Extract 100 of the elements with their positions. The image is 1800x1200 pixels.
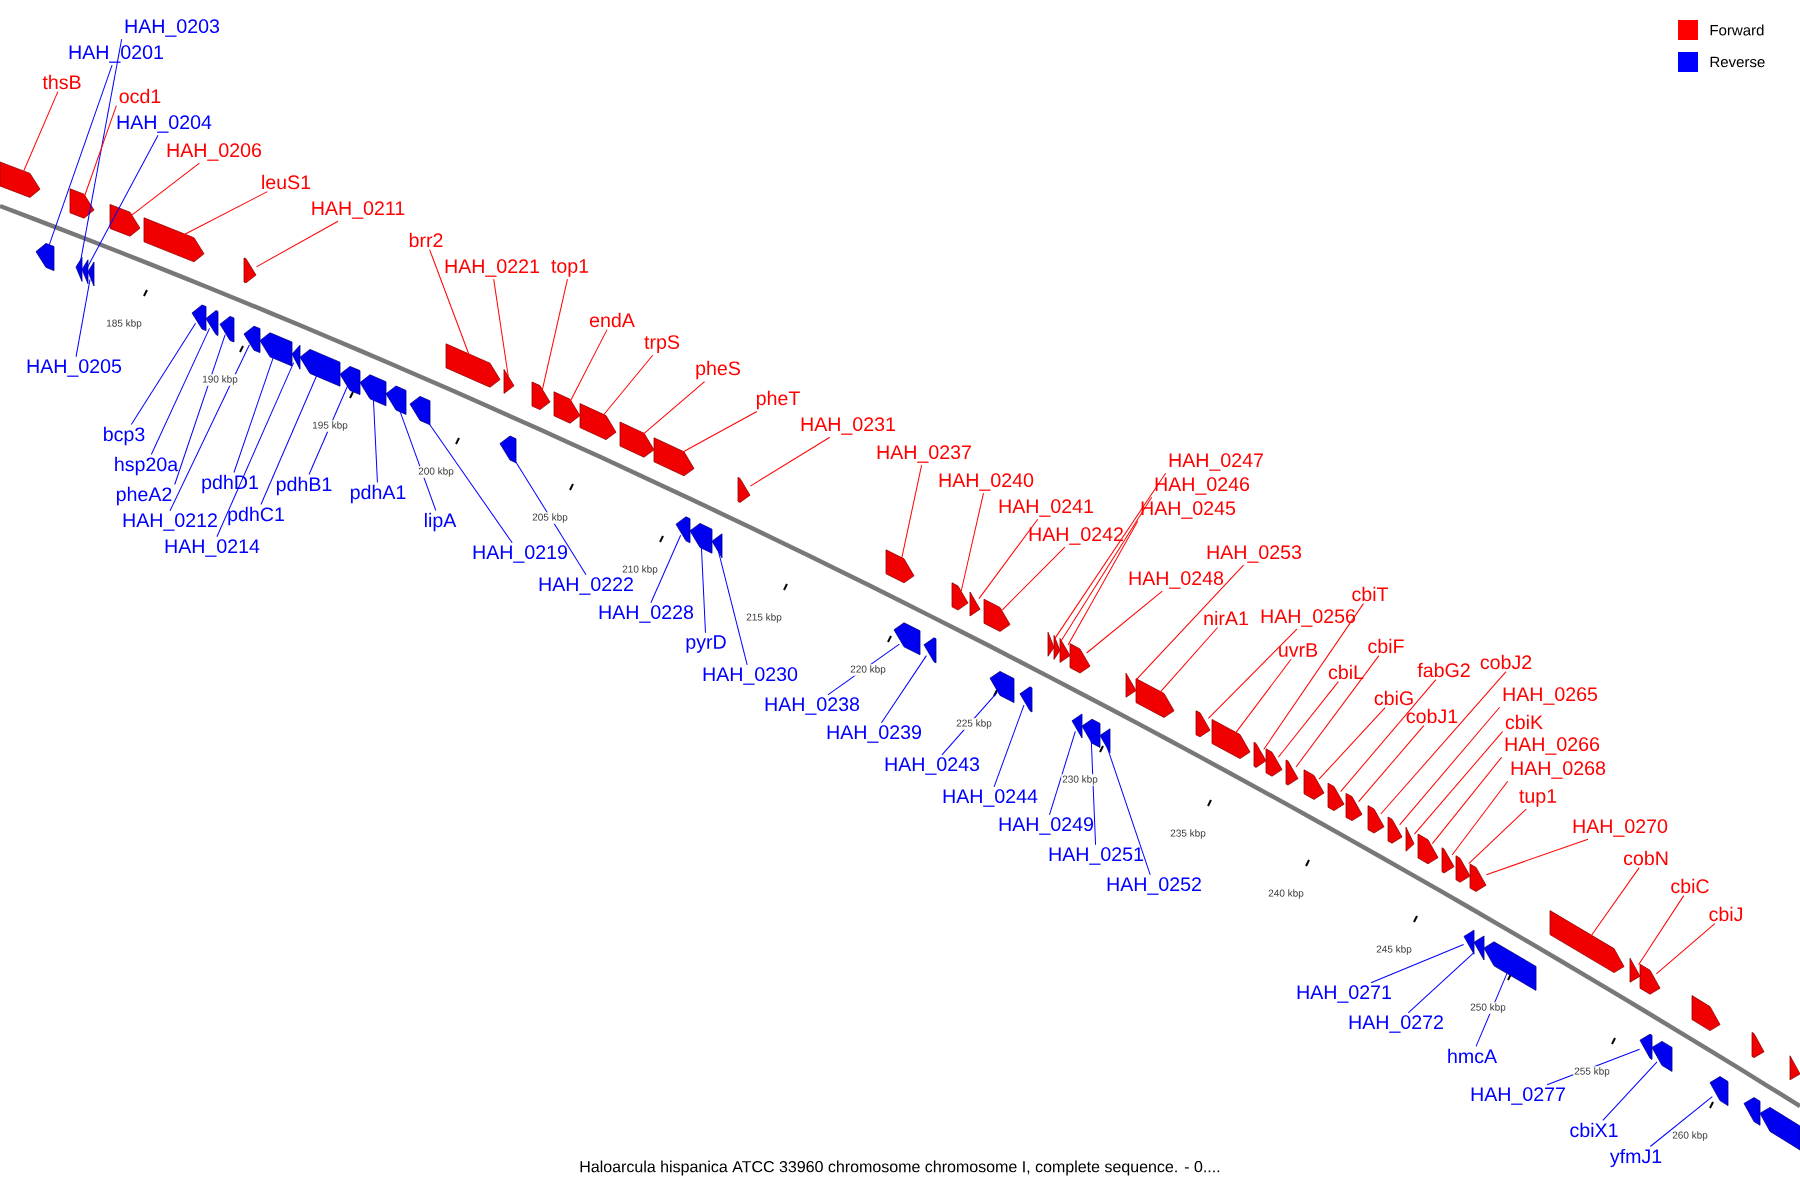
- leader-line: [1649, 1096, 1713, 1147]
- gene-block: [951, 582, 969, 611]
- gene-label: cbiT: [1352, 586, 1389, 602]
- leader-line: [1590, 867, 1640, 937]
- leader-line: [308, 385, 349, 475]
- leader-line: [1277, 681, 1339, 758]
- leader-line: [1090, 738, 1097, 846]
- leader-line: [1207, 628, 1298, 719]
- leader-line: [423, 415, 513, 544]
- leader-line: [79, 38, 123, 265]
- gene-label: HAH_0246: [1155, 477, 1250, 495]
- gene-block: [1709, 1076, 1729, 1106]
- leader-line: [569, 329, 608, 403]
- gene-label: HAH_0212: [123, 513, 217, 531]
- gene-block: [1265, 748, 1283, 777]
- gene-label: HAH_0203: [125, 19, 220, 37]
- leader-line: [1655, 923, 1716, 975]
- gene-block: [87, 261, 95, 287]
- gene-label: HAH_0201: [69, 45, 163, 63]
- gene-block: [1303, 769, 1325, 800]
- gene-block: [1253, 741, 1267, 768]
- gene-label: HAH_0272: [1349, 1015, 1443, 1033]
- leader-line: [1053, 472, 1167, 640]
- gene-block: [143, 217, 205, 263]
- leader-line: [1318, 707, 1386, 780]
- leader-line: [372, 395, 378, 483]
- gene-block: [1125, 672, 1137, 698]
- gene-block: [737, 477, 751, 503]
- gene-block: [1071, 713, 1083, 739]
- gene-block: [1367, 805, 1385, 834]
- gene-label: pdhC1: [228, 506, 284, 526]
- gene-block: [1345, 793, 1363, 821]
- leader-line: [510, 454, 587, 576]
- gene-block: [243, 257, 257, 284]
- leader-line: [881, 655, 927, 724]
- gene-label: HAH_0266: [1505, 737, 1600, 755]
- gene-label: pdhA1: [350, 484, 406, 504]
- leader-line: [169, 344, 250, 512]
- leader-line: [1431, 756, 1503, 845]
- leader-line: [681, 411, 758, 453]
- gene-label: cbiG: [1374, 690, 1413, 706]
- gene-label: HAH_0265: [1503, 687, 1598, 705]
- gene-label: HAH_0268: [1511, 761, 1606, 779]
- gene-label: HAH_0239: [827, 725, 921, 743]
- gene-block: [1053, 635, 1061, 660]
- gene-block: [205, 310, 219, 336]
- gene-label: HAH_0253: [1207, 545, 1302, 563]
- gene-label: HAH_0243: [885, 757, 980, 775]
- gene-label: cbiX1: [1570, 1122, 1618, 1138]
- leader-line: [1263, 603, 1364, 750]
- gene-label: trpS: [644, 335, 680, 353]
- leader-line: [174, 334, 226, 485]
- gene-label: pdhB1: [276, 476, 332, 496]
- gene-label: cobJ1: [1406, 708, 1458, 724]
- gene-block: [1047, 631, 1055, 657]
- gene-block: [219, 316, 235, 343]
- leader-line: [150, 327, 210, 455]
- leader-line: [255, 220, 339, 268]
- gene-block: [339, 366, 361, 395]
- gene-block: [1285, 759, 1299, 786]
- leader-line: [75, 278, 91, 358]
- leader-line: [1638, 895, 1685, 966]
- leader-line: [717, 550, 748, 666]
- gene-block: [1441, 847, 1455, 874]
- gene-block: [675, 516, 691, 544]
- leader-line: [1413, 731, 1504, 835]
- leader-line: [1340, 679, 1437, 793]
- gene-label: pheT: [756, 390, 800, 410]
- gene-label: HAH_0222: [539, 577, 633, 595]
- gene-block: [923, 637, 937, 664]
- gene-block: [1211, 719, 1251, 759]
- gene-block: [0, 161, 41, 198]
- gene-block: [1195, 710, 1211, 738]
- gene-label: bcp3: [104, 426, 145, 446]
- gene-block: [243, 325, 261, 353]
- gene-label: HAH_0248: [1129, 571, 1224, 589]
- gene-label: hsp20a: [115, 456, 179, 476]
- leader-line: [900, 464, 923, 562]
- leader-line: [978, 518, 1039, 600]
- leader-line: [397, 405, 437, 511]
- gene-label: cbiK: [1505, 714, 1543, 730]
- gene-label: brr2: [409, 232, 443, 248]
- gene-block: [1639, 1033, 1653, 1060]
- leader-line: [941, 691, 998, 756]
- gene-label: HAH_0256: [1261, 609, 1356, 627]
- gene-block: [1405, 826, 1415, 852]
- gene-block: [989, 671, 1015, 703]
- gene-block: [1469, 863, 1487, 892]
- leader-line: [87, 134, 159, 267]
- gene-block: [1081, 718, 1101, 748]
- gene-block: [503, 369, 515, 394]
- leader-line: [827, 643, 900, 696]
- leader-line: [429, 249, 472, 361]
- gene-label: nirA1: [1204, 610, 1248, 626]
- gene-label: HAH_0214: [165, 539, 260, 557]
- gene-block: [1759, 1107, 1800, 1151]
- gene-label: pheA2: [116, 486, 172, 506]
- gene-label: HAH_0245: [1141, 501, 1236, 519]
- gene-label: hmcA: [1448, 1048, 1498, 1064]
- gene-block: [1549, 910, 1625, 973]
